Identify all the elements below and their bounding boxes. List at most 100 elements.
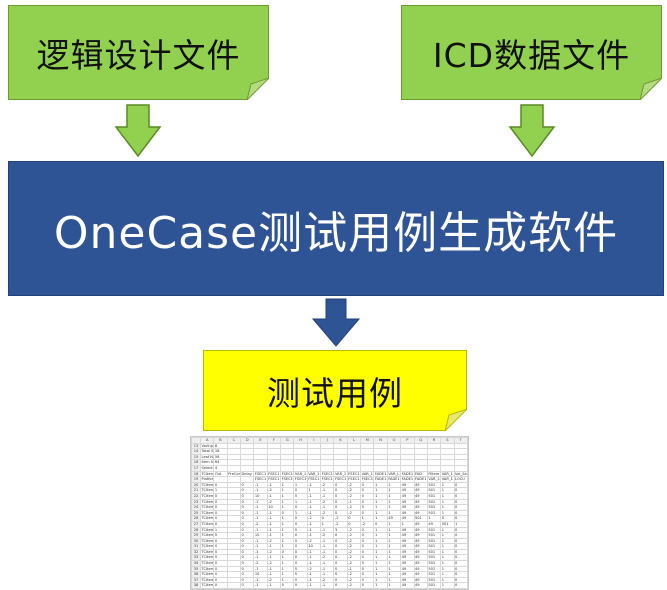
table-cell: -2 — [346, 504, 362, 511]
table-cell: VAR_2 — [426, 476, 442, 483]
table-cell: VAR_1 — [293, 470, 308, 478]
table-cell — [266, 448, 282, 455]
table-cell: 49 — [413, 481, 428, 489]
table-cell: TCItem-0004 — [199, 498, 215, 506]
table-cell: -2 — [266, 498, 282, 506]
table-cell — [280, 442, 295, 450]
logic-design-file-note: 逻辑设计文件 — [8, 5, 269, 100]
table-cell: 1 — [373, 492, 388, 500]
table-cell: TCItem-0007 — [199, 515, 215, 522]
table-cell: FSEC1 — [253, 470, 268, 478]
table-cell: TCItem — [199, 470, 215, 478]
table-cell: -1 — [346, 498, 362, 506]
table-cell: 501 — [426, 492, 442, 500]
table-cell: 1 — [386, 487, 402, 494]
table-cell: PreConditions — [226, 470, 242, 478]
spreadsheet-table: ABCDEFGHIJKLMNOPQRST13VarInput Number814… — [191, 437, 468, 589]
table-cell: Filtere — [426, 470, 442, 478]
table-cell: 0 — [293, 504, 308, 511]
test-cases-note: 测试用例 — [203, 350, 467, 431]
table-cell — [253, 453, 268, 461]
table-cell — [426, 459, 442, 466]
down-arrow-icon — [114, 104, 162, 158]
table-cell — [400, 453, 415, 461]
table-cell: 1 — [280, 498, 295, 506]
table-cell: 0 — [453, 481, 468, 489]
onecase-tool-box: OneCase测试用例生成软件 — [8, 161, 664, 296]
table-cell — [346, 459, 362, 466]
down-arrow-icon — [508, 104, 556, 158]
table-cell: 49 — [413, 498, 428, 506]
table-cell: FADE1 — [400, 470, 415, 478]
table-cell — [266, 442, 282, 450]
column-header: O — [386, 437, 402, 444]
table-cell — [266, 453, 282, 461]
table-cell — [373, 442, 388, 450]
table-cell: FSEC1 — [280, 470, 295, 478]
table-cell — [400, 442, 415, 450]
table-cell: TCItem-0005 — [199, 504, 215, 511]
table-cell — [360, 448, 375, 455]
table-cell — [386, 465, 402, 472]
table-cell: 1 — [293, 498, 308, 506]
table-cell: 1 — [373, 504, 388, 511]
table-cell: -1 — [306, 498, 322, 506]
table-cell: -1 — [253, 498, 268, 506]
column-header: I — [306, 437, 322, 444]
table-cell: 0 — [360, 481, 375, 489]
table-cell — [293, 448, 308, 455]
column-header: K — [333, 437, 348, 444]
table-cell: VAR_1 — [360, 470, 375, 478]
column-header: H — [293, 437, 308, 444]
table-cell: -1 — [320, 504, 335, 511]
table-cell: 0 — [293, 487, 308, 494]
table-cell: 1 — [280, 492, 295, 500]
table-cell: TCItem-0013 — [199, 548, 215, 556]
table-cell — [386, 442, 402, 450]
table-cell: TCItem-0006 — [199, 509, 215, 517]
table-cell — [333, 459, 348, 466]
table-cell: TCItem-0009 — [199, 526, 215, 534]
table-cell — [280, 459, 295, 466]
column-header: G — [280, 437, 295, 444]
table-cell — [400, 459, 415, 466]
table-cell — [320, 448, 335, 455]
column-header: T — [453, 437, 468, 444]
table-cell — [426, 448, 442, 455]
table-cell: TCItem-0016 — [199, 565, 215, 573]
test-case-spreadsheet: ABCDEFGHIJKLMNOPQRST13VarInput Number814… — [190, 436, 469, 590]
table-cell: 1 — [293, 481, 308, 489]
table-cell: -2 — [346, 481, 362, 489]
table-cell: TCItem-0008 — [199, 520, 215, 528]
table-cell: TCItem-0017 — [199, 571, 215, 578]
table-cell: FSEC1 — [293, 476, 308, 483]
table-cell: 0 — [360, 492, 375, 500]
table-cell: 49 — [400, 498, 415, 506]
table-cell: VAR_1 — [440, 476, 455, 483]
table-cell — [333, 442, 348, 450]
table-cell: 0 — [333, 481, 348, 489]
table-cell — [306, 453, 322, 461]
table-cell: 49 — [400, 481, 415, 489]
table-cell: -1 — [306, 492, 322, 500]
table-cell — [453, 442, 468, 450]
table-cell: 49 — [400, 492, 415, 500]
table-cell: 0 — [360, 487, 375, 494]
table-cell: SelectedFlightPhase — [199, 465, 215, 472]
onecase-tool-label: OneCase测试用例生成软件 — [53, 207, 619, 259]
table-cell — [346, 453, 362, 461]
table-cell: TCItem-0014 — [199, 554, 215, 562]
table-cell: VAR_1 — [440, 470, 455, 478]
table-cell: -2 — [266, 487, 282, 494]
table-cell: 1 — [373, 498, 388, 506]
table-cell: VAR_1 — [306, 470, 322, 478]
table-cell — [320, 465, 335, 472]
